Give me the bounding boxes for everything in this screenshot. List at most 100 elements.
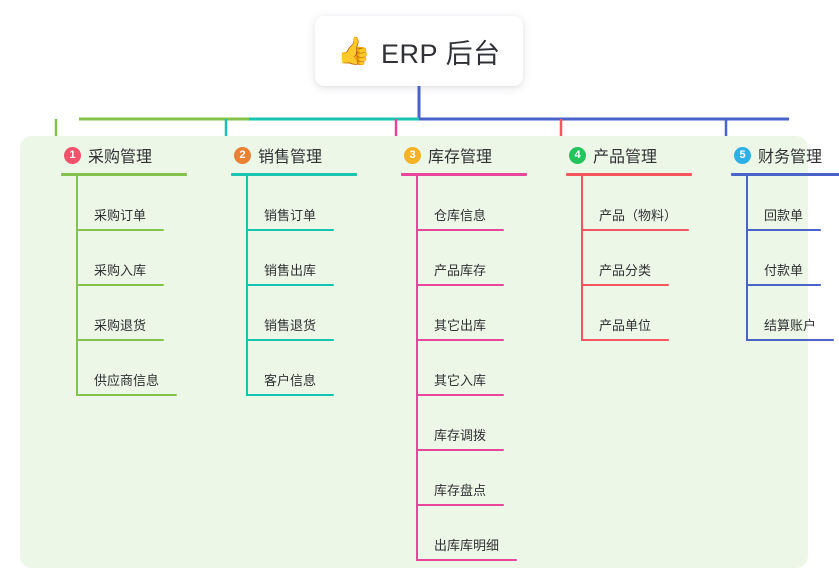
branch-item-label: 采购入库: [94, 263, 147, 278]
branch-item-rule: [581, 284, 669, 286]
branch-item[interactable]: 采购退货: [76, 286, 196, 341]
branch-title: 库存管理: [428, 149, 493, 166]
branch-item-label: 出库库明细: [434, 538, 500, 553]
branch-header[interactable]: 4 产品管理: [551, 136, 701, 174]
branch-item-rule: [746, 284, 821, 286]
branch-index-badge: 2: [234, 146, 251, 164]
branch-item[interactable]: 出库库明细: [416, 506, 536, 561]
branch-item-label: 付款单: [764, 263, 804, 278]
branch-item-list: 仓库信息产品库存其它出库其它入库库存调拨库存盘点出库库明细: [416, 176, 536, 561]
branch-item-label: 产品分类: [599, 263, 652, 278]
branch-header[interactable]: 5 财务管理: [716, 136, 839, 174]
branch-title: 销售管理: [258, 149, 323, 166]
branches-panel: 1 采购管理采购订单采购入库采购退货供应商信息 2 销售管理销售订单销售出库销售退货客…: [20, 136, 839, 568]
branch-column: 1 采购管理采购订单采购入库采购退货供应商信息: [46, 136, 196, 396]
branch-item-label: 回款单: [764, 208, 804, 223]
branch-item-label: 销售订单: [264, 208, 317, 223]
branch-header[interactable]: 3 库存管理: [386, 136, 536, 174]
branch-spine: [581, 176, 583, 341]
branch-item-rule: [746, 339, 834, 341]
branch-item[interactable]: 仓库信息: [416, 176, 536, 231]
branch-index-badge: 5: [734, 146, 751, 164]
branch-item[interactable]: 产品单位: [581, 286, 701, 341]
branch-item[interactable]: 产品分类: [581, 231, 701, 286]
branch-column: 2 销售管理销售订单销售出库销售退货客户信息: [216, 136, 366, 396]
branch-item-label: 其它出库: [434, 318, 487, 333]
branch-item-label: 采购退货: [94, 318, 147, 333]
branch-item-rule: [246, 229, 334, 231]
branch-header-rule: [566, 173, 692, 176]
branch-item[interactable]: 销售订单: [246, 176, 366, 231]
branch-item-rule: [416, 229, 504, 231]
thumbs-up-icon: 👍: [337, 35, 372, 67]
branch-title: 产品管理: [593, 149, 658, 166]
branch-spine: [76, 176, 78, 396]
branch-item[interactable]: 回款单: [746, 176, 839, 231]
branch-item-list: 销售订单销售出库销售退货客户信息: [246, 176, 366, 396]
branch-title: 采购管理: [88, 149, 153, 166]
branch-header-rule: [231, 173, 357, 176]
branch-item[interactable]: 其它出库: [416, 286, 536, 341]
branch-item-rule: [76, 394, 177, 396]
branch-header-rule: [61, 173, 187, 176]
branch-item-rule: [76, 284, 164, 286]
branch-column: 4 产品管理产品（物料） 产品分类产品单位: [551, 136, 701, 341]
branch-spine: [246, 176, 248, 396]
branch-title: 财务管理: [758, 149, 823, 166]
branch-item-rule: [581, 229, 689, 231]
branch-item-rule: [746, 229, 821, 231]
branch-spine: [416, 176, 418, 561]
branch-item[interactable]: 其它入库: [416, 341, 536, 396]
branch-item-rule: [416, 449, 504, 451]
branch-item-rule: [76, 339, 164, 341]
root-node[interactable]: 👍 ERP 后台: [315, 16, 523, 86]
branch-item-list: 回款单付款单结算账户: [746, 176, 839, 341]
branch-item-label: 供应商信息: [94, 373, 160, 388]
branch-item-list: 采购订单采购入库采购退货供应商信息: [76, 176, 196, 396]
branch-item-label: 结算账户: [764, 318, 817, 333]
branch-spine: [746, 176, 748, 341]
branch-item[interactable]: 库存调拨: [416, 396, 536, 451]
branch-item[interactable]: 销售出库: [246, 231, 366, 286]
branch-item[interactable]: 销售退货: [246, 286, 366, 341]
branch-item-rule: [581, 339, 669, 341]
branch-item-label: 仓库信息: [434, 208, 487, 223]
branch-item[interactable]: 采购订单: [76, 176, 196, 231]
branch-index-badge: 3: [404, 146, 421, 164]
branch-item-rule: [416, 559, 517, 561]
branch-item-rule: [246, 339, 334, 341]
branch-item-label: 采购订单: [94, 208, 147, 223]
root-node-title: ERP 后台: [381, 38, 501, 69]
branch-item-label: 产品单位: [599, 318, 652, 333]
branch-index-badge: 4: [569, 146, 586, 164]
branch-item[interactable]: 采购入库: [76, 231, 196, 286]
branch-header-rule: [731, 173, 839, 176]
branch-header[interactable]: 2 销售管理: [216, 136, 366, 174]
branch-header-rule: [401, 173, 527, 176]
branch-header[interactable]: 1 采购管理: [46, 136, 196, 174]
branch-item[interactable]: 客户信息: [246, 341, 366, 396]
branch-column: 3 库存管理仓库信息产品库存其它出库其它入库库存调拨库存盘点出库库明细: [386, 136, 536, 561]
branch-item-rule: [416, 339, 504, 341]
branch-item-label: 库存盘点: [434, 483, 487, 498]
branch-item-rule: [246, 394, 334, 396]
branch-item[interactable]: 产品库存: [416, 231, 536, 286]
branch-item[interactable]: 结算账户: [746, 286, 839, 341]
branch-item-label: 销售出库: [264, 263, 317, 278]
branch-item-rule: [416, 504, 504, 506]
branch-index-badge: 1: [64, 146, 81, 164]
branch-column: 5 财务管理回款单付款单结算账户: [716, 136, 839, 341]
branch-item-label: 销售退货: [264, 318, 317, 333]
branch-item-label: 库存调拨: [434, 428, 487, 443]
branch-item-label: 其它入库: [434, 373, 487, 388]
branch-item-label: 产品（物料）: [599, 208, 678, 223]
branch-item-rule: [76, 229, 164, 231]
branch-item[interactable]: 供应商信息: [76, 341, 196, 396]
branch-item-rule: [416, 284, 504, 286]
branch-item[interactable]: 产品（物料）: [581, 176, 701, 231]
branch-item[interactable]: 库存盘点: [416, 451, 536, 506]
branch-item-label: 客户信息: [264, 373, 317, 388]
branch-item[interactable]: 付款单: [746, 231, 839, 286]
branch-item-label: 产品库存: [434, 263, 487, 278]
